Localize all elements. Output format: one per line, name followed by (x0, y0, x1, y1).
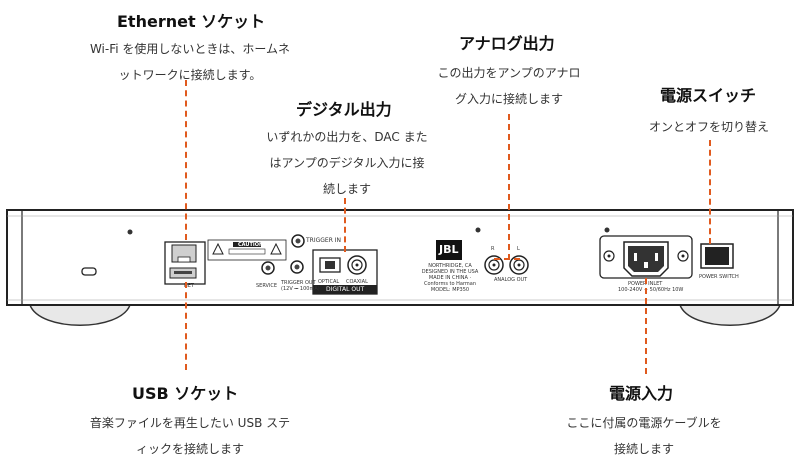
analog-r-label: R (491, 246, 495, 252)
net-label: NET (184, 283, 194, 289)
left-foot (28, 304, 132, 326)
ethernet-desc: Wi-Fi を使用しないときは、ホームネ ットワークに接続します。 (89, 42, 291, 82)
optical-label: OPTICAL (318, 279, 340, 285)
screw-icon (475, 227, 481, 233)
digital-out-label: DIGITAL OUT (326, 286, 365, 293)
trigger-out-label: TRIGGER OUT (281, 280, 316, 286)
digital-out-bar (313, 285, 377, 294)
micro-usb-port (81, 267, 97, 276)
screw-icon (127, 229, 133, 235)
ethernet-leader-line (185, 80, 187, 240)
product-info-line: MADE IN CHINA · Conforms to Harman (423, 275, 477, 287)
coaxial-label: COAXIAL (346, 279, 368, 285)
power-inlet-title: 電源入力 (609, 384, 674, 403)
trigger-in-label: TRIGGER IN (306, 237, 342, 244)
analog-title: アナログ出力 (459, 34, 555, 53)
analog-l-label: L (517, 246, 520, 252)
jbl-logo (436, 240, 462, 260)
screw-icon (604, 227, 610, 233)
right-foot (678, 304, 782, 326)
ethernet-title: Ethernet ソケット (117, 12, 266, 31)
power-inlet-desc: ここに付属の電源ケーブルを 接続します (566, 416, 722, 456)
usb-desc: 音楽ファイルを再生したい USB ステ ィックを接続します (89, 416, 291, 456)
digital-leader-line (344, 198, 346, 252)
service-label: SERVICE (256, 283, 278, 289)
analog-leader-bar (494, 258, 520, 260)
power-switch-panel-label: POWER SWITCH (699, 274, 739, 280)
analog-out-label: ANALOG OUT (494, 277, 528, 283)
product-info-line: DESIGNED IN THE USA (421, 269, 479, 275)
analog-desc: この出力をアンプのアナロ グ入力に接続します (437, 66, 581, 106)
product-info-line: MODEL: MP350 (430, 287, 470, 293)
power-switch-desc: オンとオフを切り替え (648, 120, 769, 134)
power-inlet-leader-line (645, 278, 647, 374)
trigger-out-spec: (12V ⎓ 100mA) (281, 286, 320, 292)
warning-icon (270, 242, 282, 255)
analog-leader-line (508, 114, 510, 260)
product-info-line: NORTHRIDGE, CA (428, 263, 472, 269)
usb-leader-line (185, 282, 187, 370)
digital-desc: いずれかの出力を、DAC また はアンプのデジタル入力に接 続します (266, 130, 428, 196)
digital-title: デジタル出力 (296, 100, 392, 119)
power-spec-label: 100-240V ∼ 50/60Hz 10W (618, 287, 684, 293)
brand-label: JBL (439, 243, 459, 256)
caution-title: CAUTION (238, 242, 264, 248)
power-switch-title: 電源スイッチ (660, 86, 757, 105)
power-switch-leader-line (709, 140, 711, 244)
warning-icon (212, 242, 224, 255)
product-info: NORTHRIDGE, CA DESIGNED IN THE USA MADE … (418, 263, 482, 293)
usb-title: USB ソケット (132, 384, 239, 403)
